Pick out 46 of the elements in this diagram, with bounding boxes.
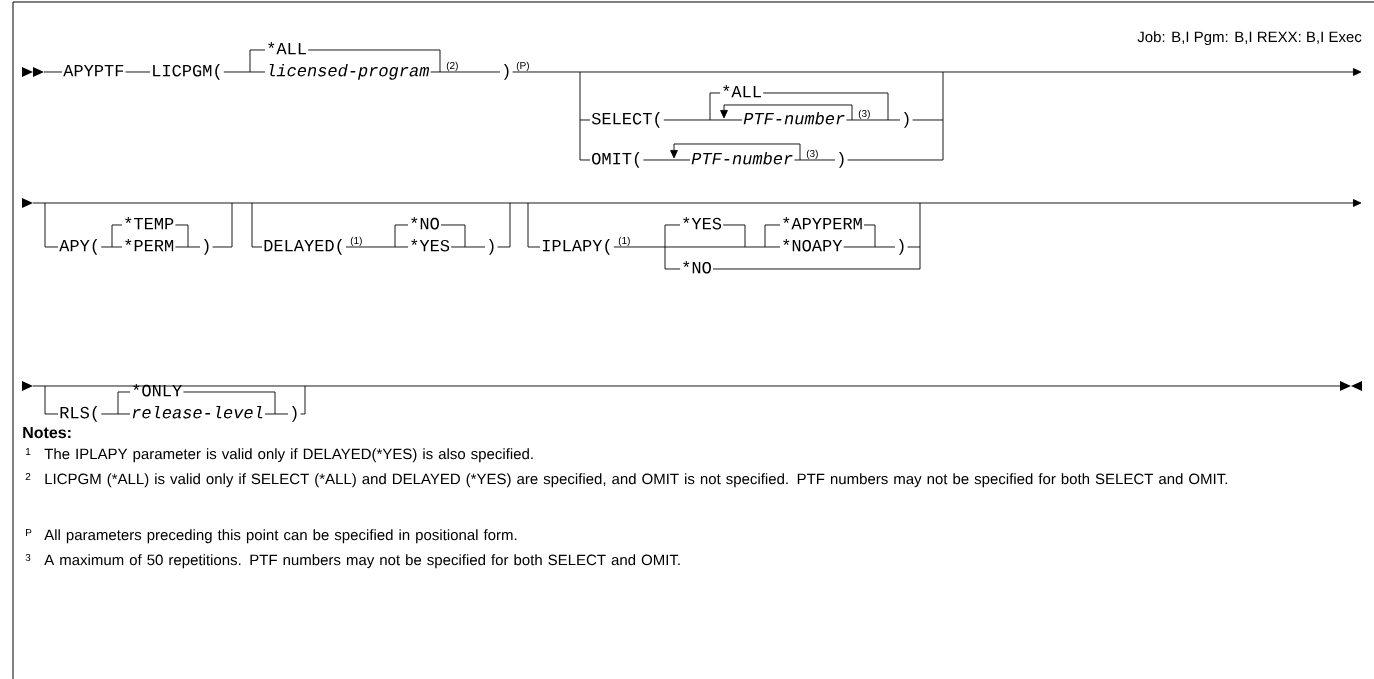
note-number: 2 [25, 473, 31, 480]
parameter-value: licensed-program [269, 63, 429, 80]
note-number: 3 [25, 554, 31, 562]
keyword: *ONLY [133, 383, 182, 397]
keyword: ) [292, 405, 297, 422]
keyword: *ALL [723, 84, 761, 98]
keyword: ) [904, 111, 909, 128]
parameter-value: PTF-number [691, 151, 793, 165]
note-reference: (3) [806, 149, 818, 160]
keyword: *YES [683, 216, 722, 230]
keyword: APY( [59, 238, 98, 255]
keyword: OMIT( [592, 151, 640, 168]
keyword: ) [504, 63, 509, 80]
parameter-value: PTF-number [743, 111, 845, 125]
keyword: *YES [411, 238, 450, 252]
note-text: LICPGM (*ALL) is valid only if SELECT (*ALL) and DELAYED (*YES) are specified, and OMIT is not specified. PTF numbers may not be specified for both SELECT and OMIT. [45, 473, 1228, 488]
keyword: ) [899, 238, 904, 255]
note-text: All parameters preceding this point can be specified in positional form. [44, 529, 517, 544]
keyword: APYPTF [63, 65, 124, 77]
keyword: IPLAPY( [542, 238, 610, 255]
keyword: *PERM [125, 238, 174, 252]
note-number: P [26, 529, 32, 536]
note-reference: (3) [858, 109, 870, 120]
note-reference: (1) [350, 236, 362, 247]
keyword: RLS( [60, 405, 98, 422]
keyword: *APYPERM [783, 216, 862, 230]
keyword: ) [204, 238, 209, 255]
keyword: *NOAPY [783, 238, 843, 252]
note-number: 1 [26, 448, 31, 455]
keyword: *TEMP [125, 216, 174, 230]
keyword: DELAYED( [264, 238, 342, 255]
parameter-value: release-level [132, 405, 263, 419]
keyword: ) [489, 238, 494, 255]
notes-heading: Notes: [23, 427, 71, 439]
keyword: LICPGM( [153, 63, 220, 80]
note-reference: (1) [618, 236, 630, 247]
program-types-text: Job: B,I Pgm: B,I REXX: B,I Exec [1137, 31, 1362, 46]
keyword: ) [839, 151, 844, 168]
note-text: The IPLAPY parameter is valid only if DELAYED(*YES) is also specified. [44, 448, 533, 463]
note-text: A maximum of 50 repetitions. PTF numbers may not be specified for both SELECT and OMIT. [44, 554, 680, 569]
note-reference: (2) [446, 61, 458, 72]
keyword: SELECT( [591, 111, 660, 128]
note-reference: (P) [516, 61, 529, 72]
keyword: *NO [683, 260, 711, 274]
keyword: *ALL [268, 41, 306, 55]
keyword: *NO [411, 216, 439, 230]
